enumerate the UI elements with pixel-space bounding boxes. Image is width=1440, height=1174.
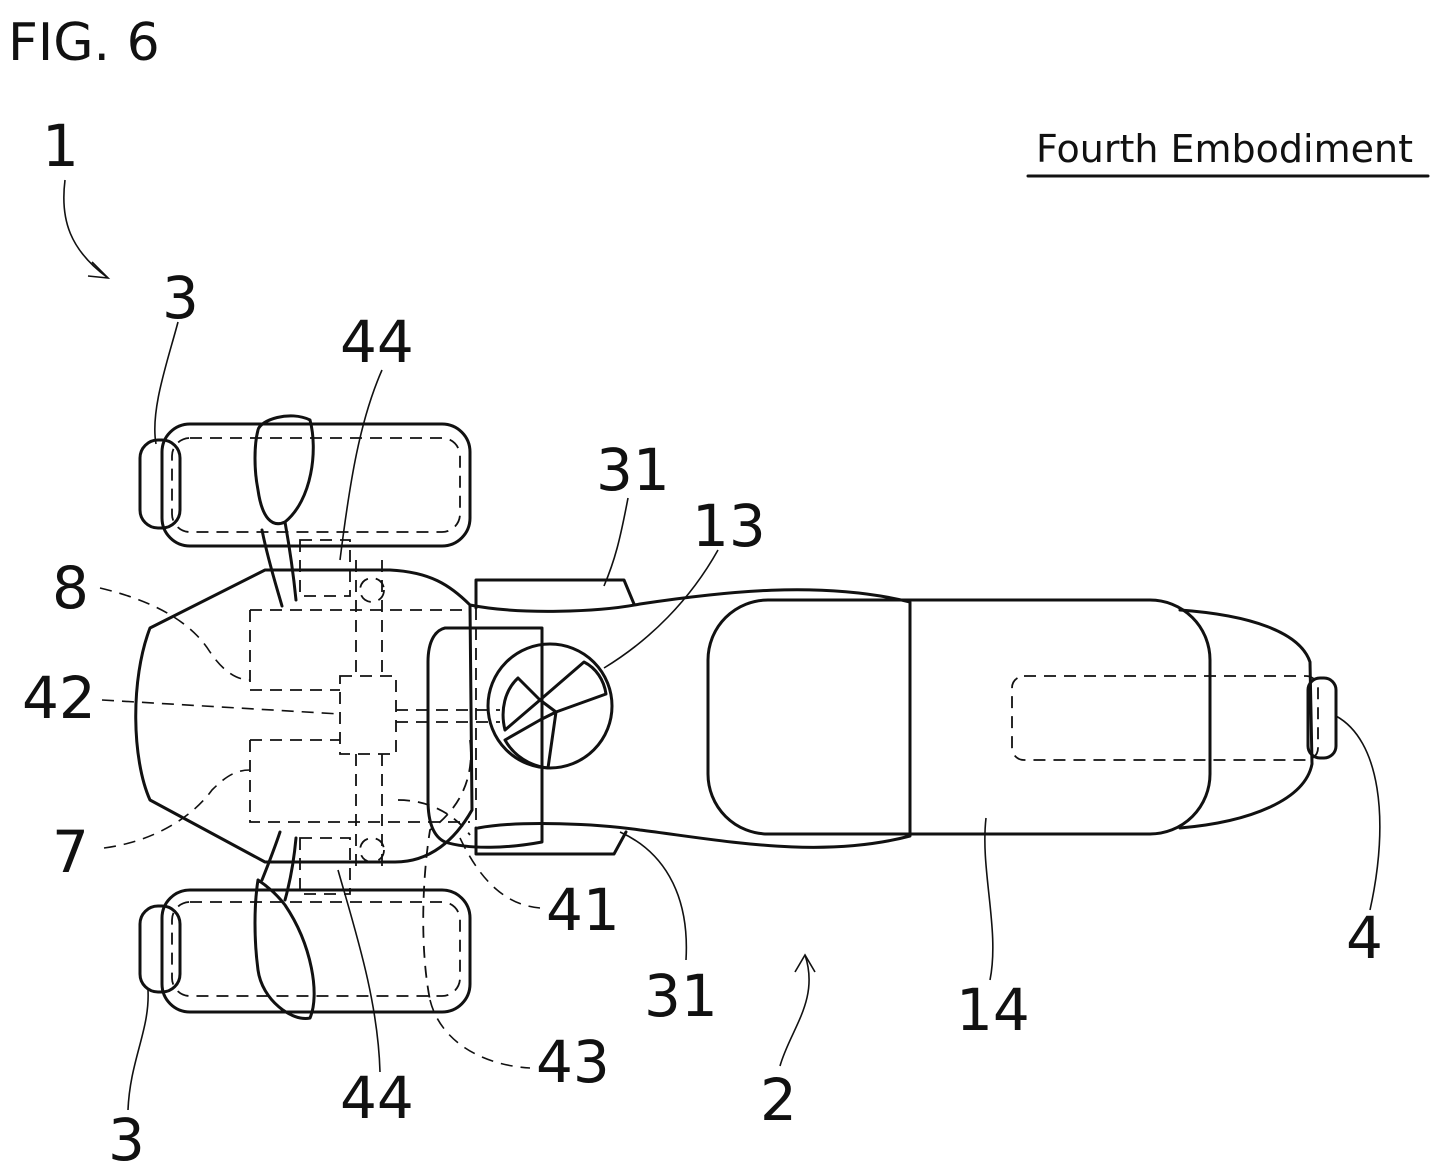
front-body [134,568,474,864]
ref-3-top: 3 [162,264,199,332]
leader-8 [99,587,251,681]
leader-44-bottom [337,869,381,1073]
leader-42 [101,699,341,715]
ref-8: 8 [52,554,89,622]
leader-41 [459,837,541,909]
ref-44-bottom: 44 [340,1064,414,1132]
cargo-bed [706,598,1212,836]
steering-wheel [486,642,614,770]
leader-44-top [339,369,383,561]
step-top [474,578,636,610]
leader-31-top [603,497,629,587]
ref-31-top: 31 [596,436,670,504]
step-bottom [474,826,628,856]
wheel-top [138,414,472,608]
engine-lower-dashed [249,739,470,823]
ref-41: 41 [546,876,620,944]
leader-31-bottom [619,831,688,961]
drive-shafts [299,539,500,1001]
wheel-bottom [138,830,472,1020]
rear-hitch [1306,676,1338,760]
arrow-1 [87,261,111,280]
rear-section [1178,608,1314,830]
ref-3-bottom: 3 [108,1106,145,1174]
leader-4 [1335,715,1381,911]
ref-42: 42 [22,664,96,732]
leader-43 [429,999,531,1069]
ref-2: 2 [760,1066,797,1134]
leader-3-bottom [127,989,149,1111]
leader-14 [984,817,994,981]
leader-3-top [154,321,179,445]
ref-4: 4 [1346,904,1383,972]
leader-13 [603,549,719,669]
ref-14: 14 [956,976,1030,1044]
arrow-2 [794,953,816,973]
leader-7 [103,769,251,849]
ref-1: 1 [42,112,79,180]
ref-13: 13 [692,492,766,560]
embodiment-caption: Fourth Embodiment [1036,127,1413,171]
ref-7: 7 [52,818,89,886]
figure-title: FIG. 6 [8,13,160,73]
leader-2 [779,954,810,1067]
leader-1 [63,179,109,279]
main-body [468,588,912,849]
rear-dashed [1011,675,1319,761]
ref-44-top: 44 [340,308,414,376]
engine-upper-dashed [249,609,470,691]
dashboard [426,626,544,849]
ref-31-bottom: 31 [644,962,718,1030]
ref-43: 43 [536,1028,610,1096]
